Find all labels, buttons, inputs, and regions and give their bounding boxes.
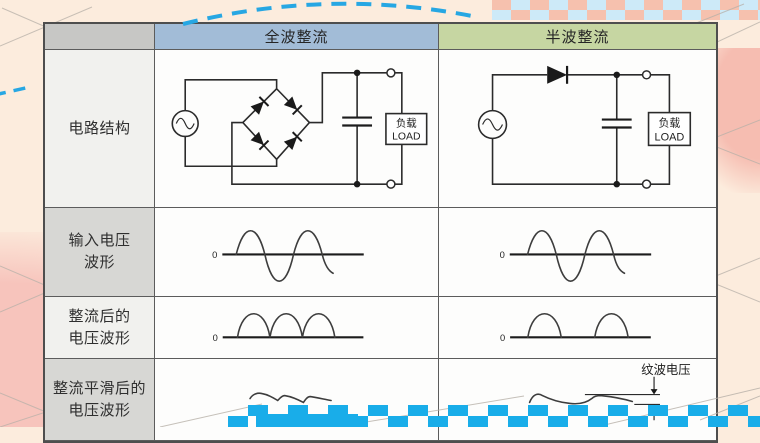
wire — [491, 138, 643, 185]
fullwave-rectified-waveform-cell: 0 — [155, 297, 439, 359]
halfwave-input-waveform-cell: 0 — [439, 208, 716, 297]
row-label-smoothed-waveform: 整流平滑后的 电压波形 — [45, 359, 155, 441]
load-label-en: LOAD — [392, 131, 421, 142]
load-box: 负载 LOAD — [647, 111, 692, 147]
cyan-bar-bottom — [256, 414, 358, 427]
junction-dot — [613, 180, 621, 188]
load-box: 负载 LOAD — [385, 112, 428, 146]
zero-label: 0 — [500, 333, 505, 343]
bridge-rectifier-icon — [241, 87, 311, 161]
fullwave-input-waveform-cell: 0 — [155, 208, 439, 297]
fullwave-circuit-cell: 负载 LOAD — [155, 50, 439, 208]
load-label-cn: 负载 — [658, 116, 680, 130]
capacitor-icon — [342, 72, 373, 185]
sine-waveform: 0 — [500, 230, 652, 282]
output-terminal — [641, 70, 652, 80]
diode-icon — [547, 65, 569, 84]
wire — [394, 72, 403, 114]
ripple-voltage-label: 纹波电压 — [641, 363, 690, 377]
wire — [650, 74, 671, 113]
halfwave-smoothed-waveform: 纹波电压 — [528, 363, 691, 421]
ac-source-icon — [477, 109, 508, 140]
row-label-circuit: 电路结构 — [45, 50, 155, 208]
output-terminal — [641, 179, 652, 189]
wire — [394, 144, 403, 185]
wire — [184, 79, 278, 111]
fullwave-rectified-waveform: 0 — [213, 312, 364, 343]
comparison-table: 全波整流 半波整流 电路结构 — [43, 22, 718, 443]
halfwave-circuit-diagram: 负载 LOAD — [477, 65, 692, 189]
load-label-cn: 负载 — [396, 117, 417, 130]
wire — [231, 121, 387, 185]
output-terminal — [386, 68, 396, 78]
header-corner-cell — [45, 24, 155, 50]
sine-waveform: 0 — [212, 230, 364, 282]
wire — [650, 145, 671, 185]
junction-dot — [613, 71, 621, 79]
capacitor-icon — [601, 74, 632, 185]
header-fullwave: 全波整流 — [155, 24, 439, 50]
zero-label: 0 — [212, 249, 217, 260]
junction-dot — [353, 180, 361, 188]
wire — [309, 72, 387, 124]
halfwave-rectified-waveform-cell: 0 — [439, 297, 716, 359]
halfwave-smoothed-waveform-cell: 纹波电压 — [439, 359, 716, 441]
checkerboard-top-right — [492, 0, 760, 20]
ac-source-icon — [171, 109, 199, 138]
halfwave-rectified-waveform: 0 — [500, 312, 651, 343]
zero-label: 0 — [500, 249, 505, 260]
halfwave-circuit-cell: 负载 LOAD — [439, 50, 716, 208]
zero-label: 0 — [213, 333, 218, 343]
fullwave-circuit-diagram: 负载 LOAD — [171, 68, 428, 189]
wire — [491, 74, 548, 111]
fullwave-smoothed-waveform — [249, 392, 332, 404]
wire — [184, 136, 278, 168]
row-label-input-waveform: 输入电压 波形 — [45, 208, 155, 297]
fullwave-smoothed-waveform-cell — [155, 359, 439, 441]
row-label-rectified-waveform: 整流后的 电压波形 — [45, 297, 155, 359]
load-label-en: LOAD — [655, 131, 685, 143]
header-halfwave: 半波整流 — [439, 24, 716, 50]
junction-dot — [353, 69, 361, 77]
output-terminal — [386, 179, 396, 189]
